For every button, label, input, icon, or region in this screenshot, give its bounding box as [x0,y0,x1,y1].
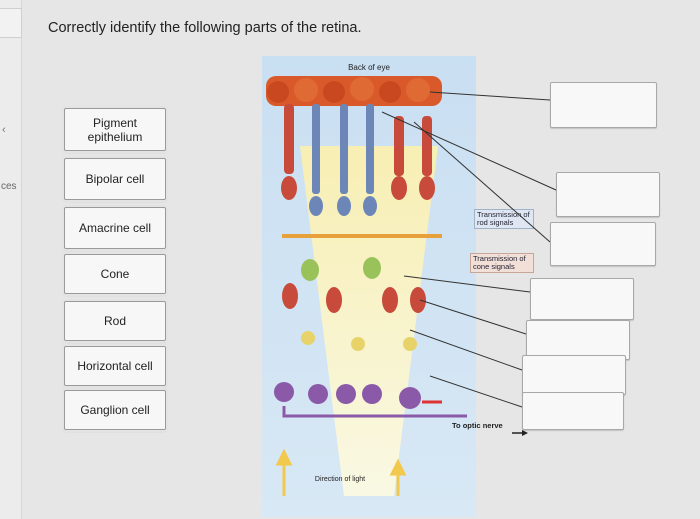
ganglion-cells [274,382,421,409]
term-rod[interactable]: Rod [64,301,166,341]
back-chevron-icon[interactable]: ‹ [2,124,6,136]
pigment-epithelium-layer [266,76,442,106]
answer-box-1[interactable] [550,82,657,128]
amacrine-cells [301,331,417,351]
bipolar-cells [282,257,426,313]
direction-of-light-label: Direction of light [315,476,365,483]
sidebar-tab[interactable] [0,8,22,38]
term-amacrine-cell[interactable]: Amacrine cell [64,207,166,249]
answer-box-2[interactable] [556,172,660,217]
light-beam [300,146,438,496]
answer-box-4[interactable] [530,278,634,320]
light-direction-arrow-icon [275,448,407,496]
optic-nerve-fibers [282,406,467,418]
term-cone[interactable]: Cone [64,254,166,294]
cone-cells [281,104,435,200]
left-sidebar: ‹ ces [0,0,22,519]
term-horizontal-cell[interactable]: Horizontal cell [64,346,166,386]
term-ganglion-cell[interactable]: Ganglion cell [64,390,166,430]
retina-diagram: Back of eye Direction of light [262,56,476,517]
answer-box-3[interactable] [550,222,656,266]
sidebar-partial-label[interactable]: ces [1,181,17,192]
optic-nerve-label: To optic nerve [452,421,503,430]
term-pigment-epithelium[interactable]: Pigment epithelium [64,108,166,151]
question-title: Correctly identify the following parts o… [48,20,362,36]
answer-box-6[interactable] [522,355,626,395]
back-of-eye-label: Back of eye [348,63,390,72]
rod-cells [309,104,377,216]
answer-box-7[interactable] [522,392,624,430]
term-bipolar-cell[interactable]: Bipolar cell [64,158,166,200]
answer-box-5[interactable] [526,320,630,360]
cone-signal-callout: Transmission of cone signals [470,253,534,273]
